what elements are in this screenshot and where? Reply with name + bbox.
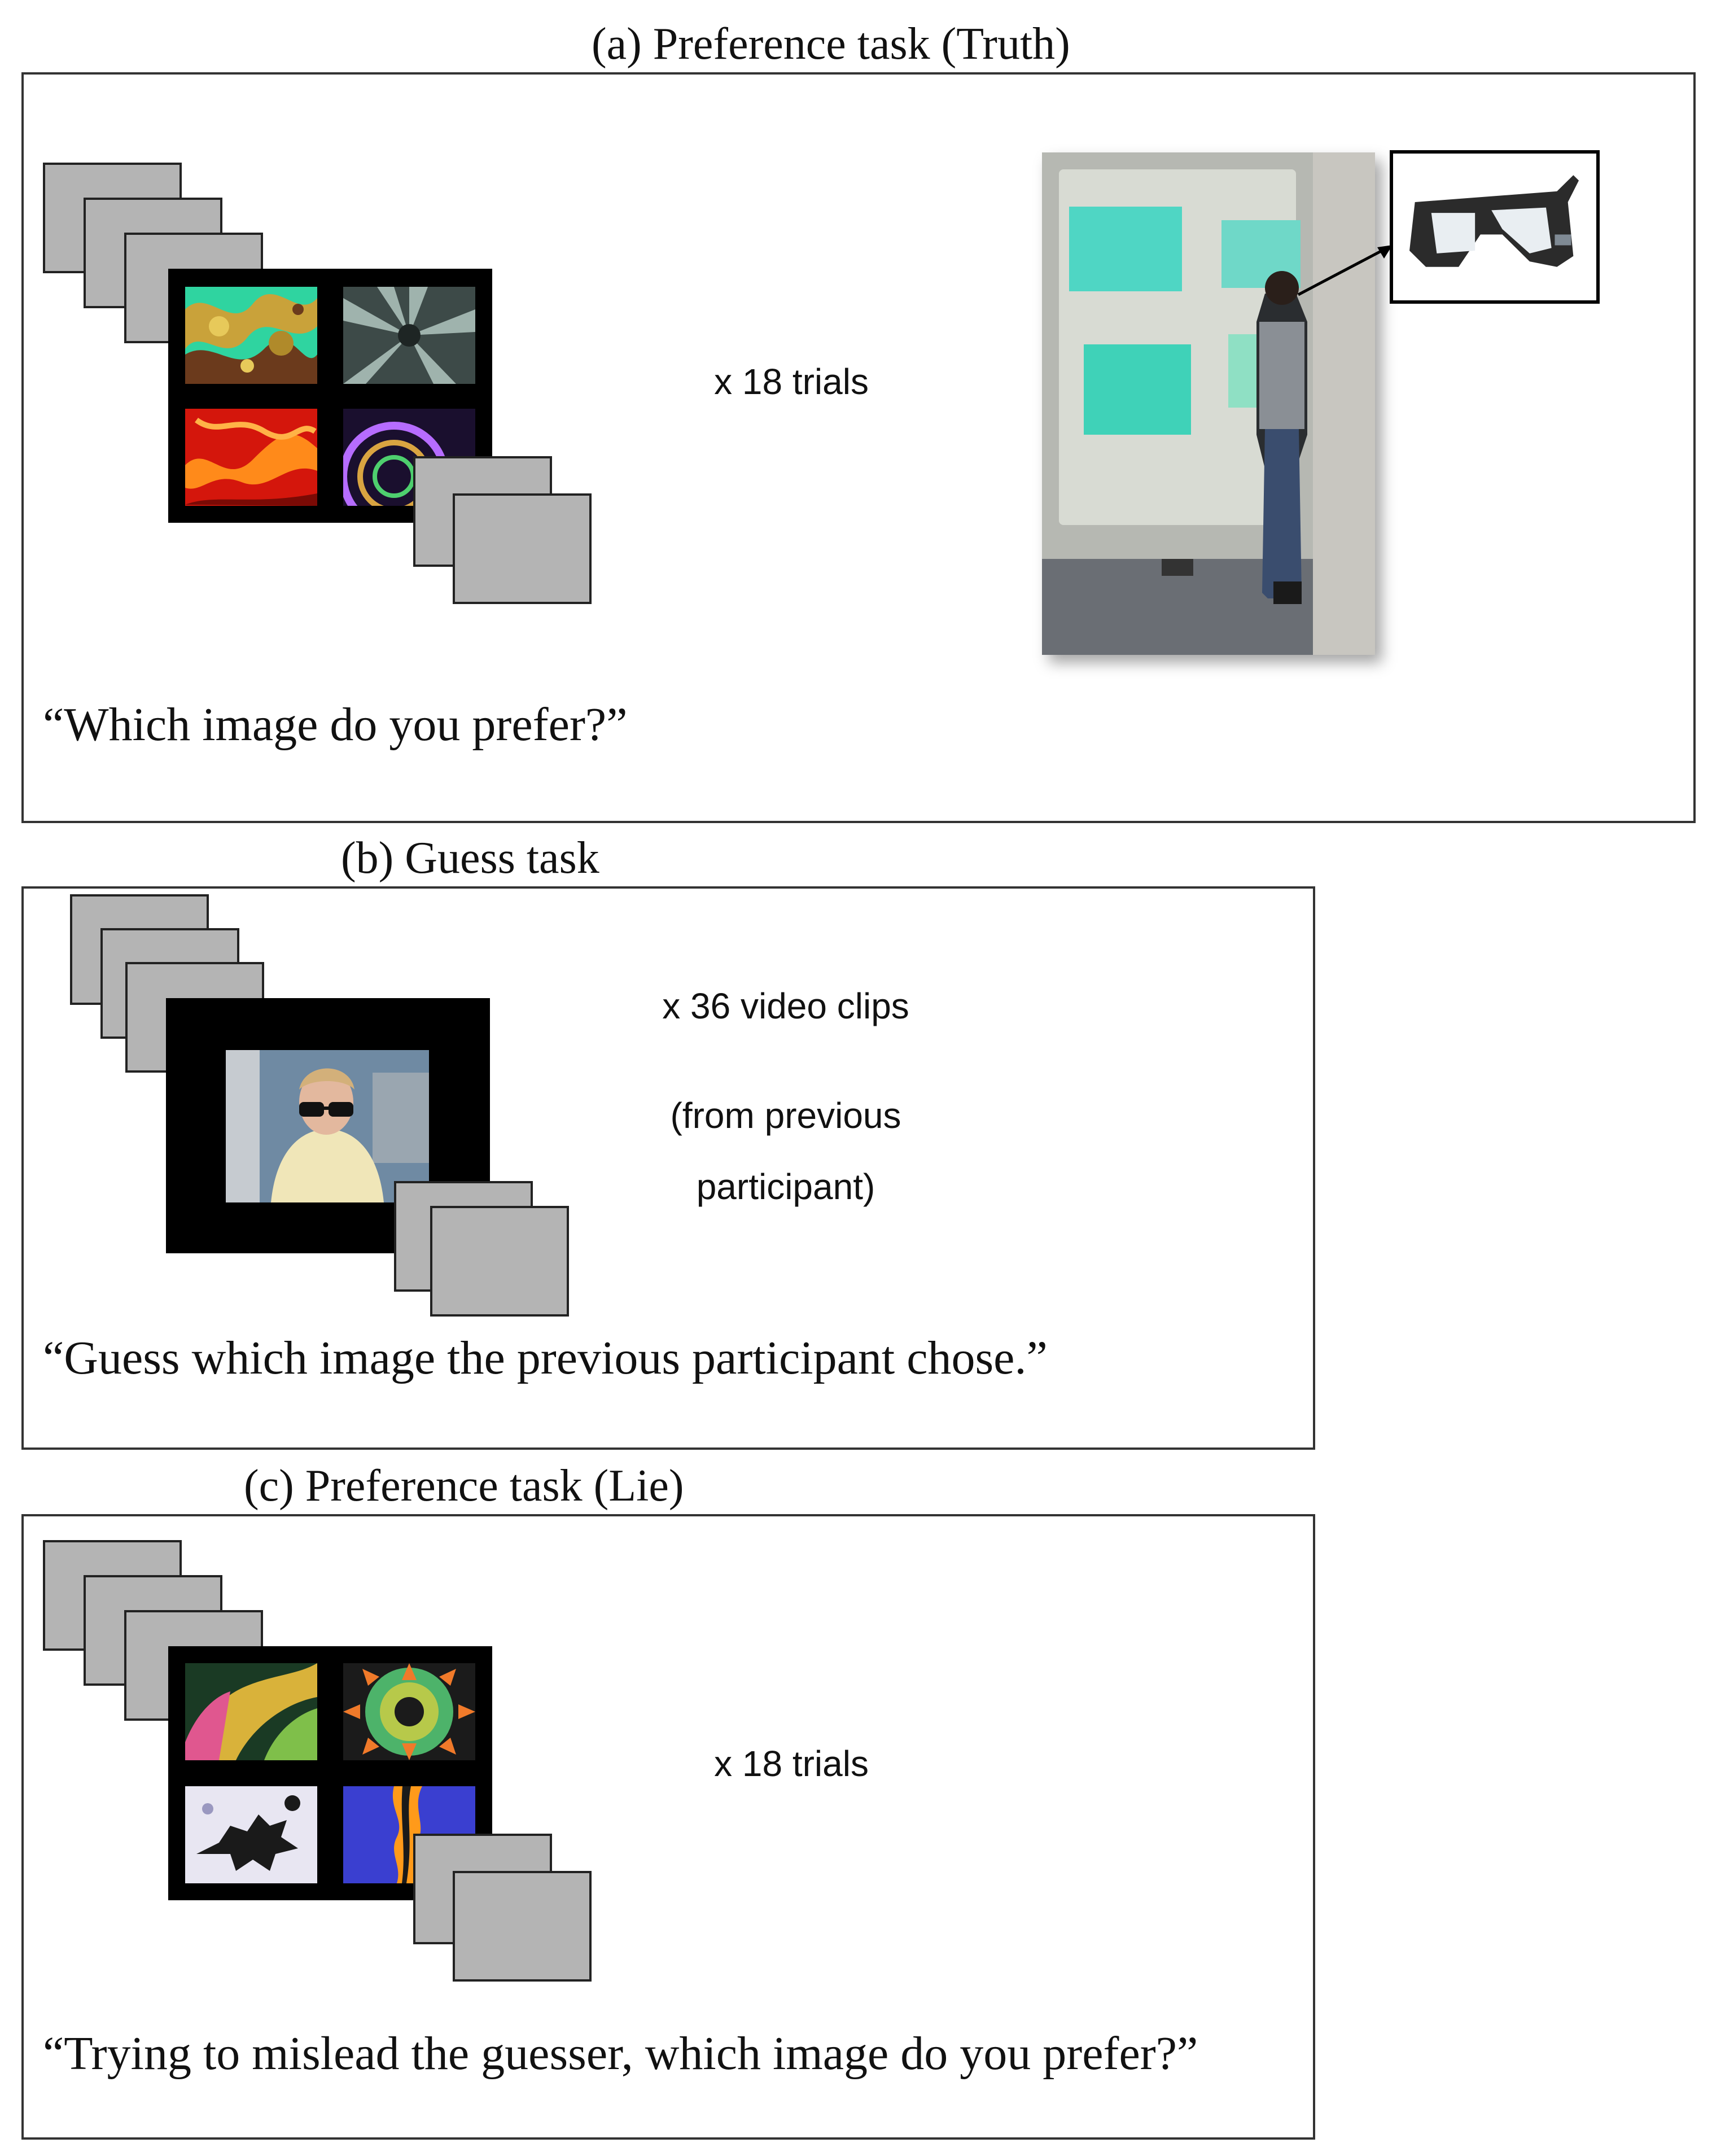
source-label-line-1: (from previous (670, 1095, 901, 1136)
pointer-arrow-icon (1297, 245, 1393, 296)
participant-video-frame (226, 1050, 429, 1202)
source-label-line-2: participant) (696, 1166, 875, 1207)
video-clips-label: x 36 video clips (662, 986, 909, 1026)
panel-b-prompt: “Guess which image the previous particip… (43, 1332, 1048, 1384)
stacked-card-trailing-2 (430, 1206, 569, 1317)
panel-a-title: (a) Preference task (Truth) (592, 19, 1070, 69)
trials-label: x 18 trials (714, 361, 869, 402)
red-fire-fractal-thumbnail (185, 409, 317, 506)
eye-tracking-glasses-inset (1390, 150, 1600, 304)
panel-c-prompt: “Trying to mislead the guesser, which im… (43, 2027, 1198, 2080)
panel-c-title: (c) Preference task (Lie) (244, 1461, 684, 1511)
panel-a-prompt: “Which image do you prefer?” (43, 698, 628, 751)
image-choice-display (168, 1646, 492, 1900)
stacked-card-trailing-2 (453, 1871, 592, 1982)
gray-radial-fractal-thumbnail (343, 287, 475, 384)
trials-label: x 18 trials (714, 1743, 869, 1784)
pink-gold-fractal-thumbnail (185, 1663, 317, 1760)
panel-c: x 18 trials “Trying to mislead the guess… (21, 1514, 1315, 2140)
green-gold-fractal-thumbnail (185, 287, 317, 384)
panel-b-title: (b) Guess task (341, 833, 599, 883)
panel-a: x 18 trials “Wh (21, 72, 1696, 823)
image-choice-display (168, 269, 492, 523)
panel-b: x 36 video clips (from previous particip… (21, 886, 1315, 1450)
white-black-fractal-thumbnail (185, 1786, 317, 1883)
stacked-card-trailing-2 (453, 493, 592, 604)
green-orange-kaleidoscope-thumbnail (343, 1663, 475, 1760)
participant-photo (1042, 152, 1375, 655)
